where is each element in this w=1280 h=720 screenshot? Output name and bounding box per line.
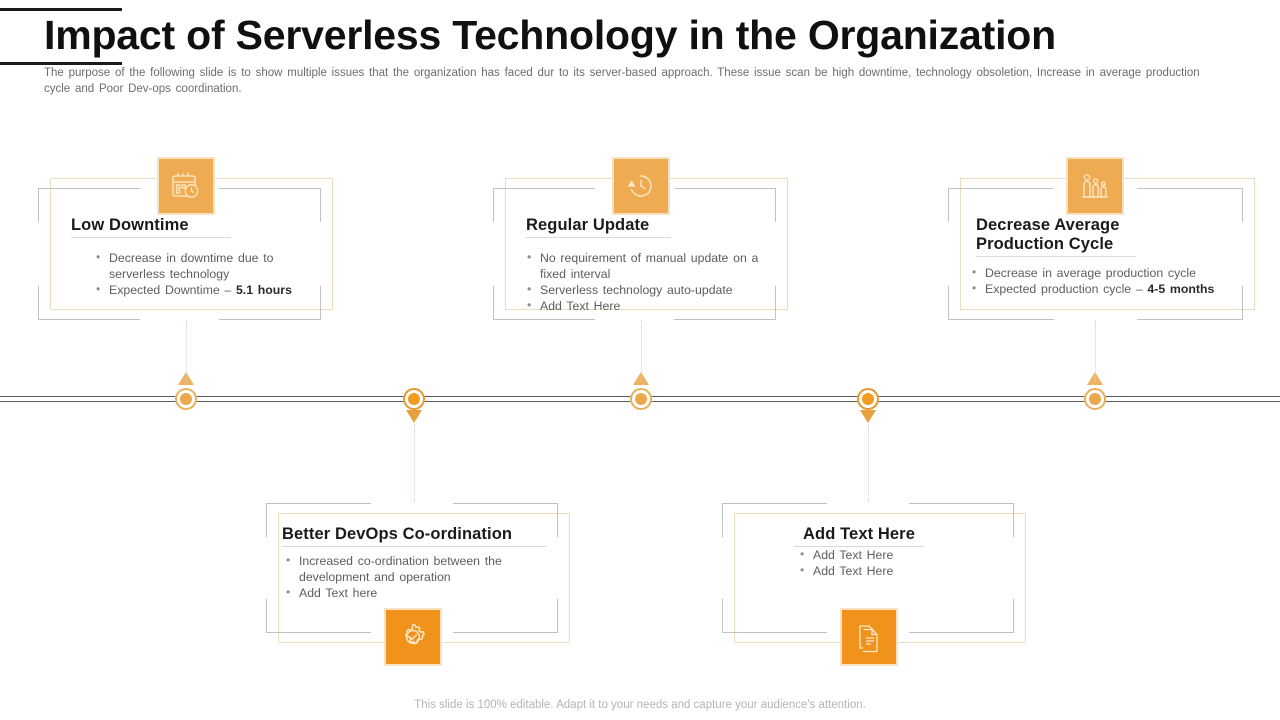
card-body: Regular Update No requirement of manual …: [493, 188, 776, 320]
card-bullets: Decrease in average production cycle Exp…: [970, 264, 1232, 297]
timeline-arrow-down-icon: [406, 410, 422, 423]
card-better-devops-coordination[interactable]: Better DevOps Co-ordination Increased co…: [266, 503, 570, 643]
update-clock-icon: [627, 175, 652, 197]
connector-node-3: [641, 320, 642, 382]
card-title-underline: [71, 237, 231, 238]
gear-check-icon-tile[interactable]: [384, 608, 442, 666]
list-item: Add Text Here: [525, 297, 765, 314]
timeline-arrow-down-icon: [860, 410, 876, 423]
timeline-node-dot: [180, 393, 192, 405]
timeline-rail: [0, 372, 1280, 423]
timeline-node-dot: [1089, 393, 1101, 405]
timeline-node-dot: [408, 393, 420, 405]
calendar-clock-icon-tile[interactable]: [157, 157, 215, 215]
list-item: Serverless technology auto-update: [525, 281, 765, 298]
connector-node-2: [414, 424, 415, 502]
card-body: Add Text Here Add Text Here Add Text Her…: [722, 503, 1014, 633]
timeline-node-dot: [635, 393, 647, 405]
connector-node-4: [868, 424, 869, 502]
gear-check-icon: [404, 623, 426, 645]
footer-note: This slide is 100% editable. Adapt it to…: [414, 699, 866, 711]
timeline-node-dot: [862, 393, 874, 405]
document-icon-tile[interactable]: [840, 608, 898, 666]
list-item: Add Text Here: [798, 546, 958, 563]
card-title-add-text-here: Add Text Here: [794, 525, 924, 547]
list-item: Expected production cycle – 4-5 months: [970, 280, 1232, 297]
card-body: Decrease Average Production Cycle Decrea…: [948, 188, 1243, 320]
card-body: Better DevOps Co-ordination Increased co…: [266, 503, 558, 633]
card-title-underline: [282, 546, 546, 547]
card-bullets: Add Text Here Add Text Here: [798, 546, 958, 579]
card-title-better-devops-coordination: Better DevOps Co-ordination: [282, 525, 546, 547]
card-title-regular-update: Regular Update: [526, 216, 671, 238]
page-title: Impact of Serverless Technology in the O…: [44, 12, 1056, 58]
connector-node-1: [186, 320, 187, 382]
list-item: Add Text here: [284, 584, 542, 601]
document-icon: [859, 625, 878, 653]
list-item: Add Text Here: [798, 562, 958, 579]
card-title-underline: [526, 237, 671, 238]
card-title-decrease-average-production-cycle: Decrease Average Production Cycle: [976, 216, 1136, 257]
card-bullets: No requirement of manual update on a fix…: [525, 249, 765, 314]
card-bullets: Increased co-ordination between the deve…: [284, 552, 542, 601]
title-bracket-top-rule: [0, 8, 122, 11]
factory-icon: [1082, 174, 1108, 198]
card-title-low-downtime: Low Downtime: [71, 216, 231, 238]
page-subtitle: The purpose of the following slide is to…: [44, 67, 1200, 95]
card-title-underline: [976, 256, 1136, 257]
connector-node-5: [1095, 320, 1096, 382]
list-item: Decrease in average production cycle: [970, 264, 1232, 281]
calendar-clock-icon: [172, 173, 199, 198]
update-clock-icon-tile[interactable]: [612, 157, 670, 215]
list-item: Expected Downtime – 5.1 hours: [94, 281, 309, 298]
title-bracket-bottom-rule: [0, 62, 122, 65]
card-bullets: Decrease in downtime due to serverless t…: [94, 249, 309, 298]
factory-icon-tile[interactable]: [1066, 157, 1124, 215]
card-body: Low Downtime Decrease in downtime due to…: [38, 188, 321, 320]
list-item: Decrease in downtime due to serverless t…: [94, 249, 309, 282]
list-item: No requirement of manual update on a fix…: [525, 249, 765, 282]
list-item: Increased co-ordination between the deve…: [284, 552, 542, 585]
